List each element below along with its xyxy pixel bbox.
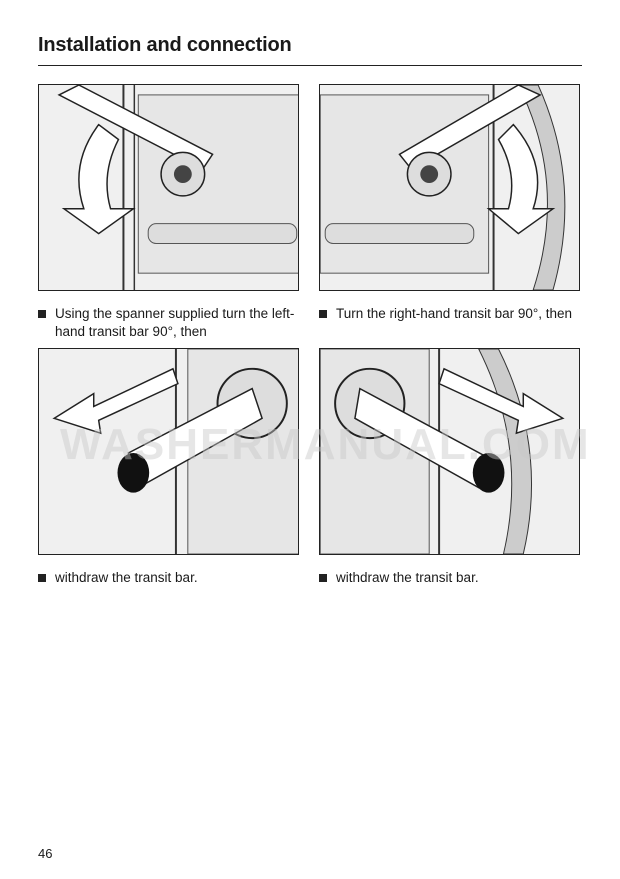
page-number: 46: [38, 846, 53, 861]
figure-left-turn: [38, 84, 299, 291]
caption-text: Turn the right-hand transit bar 90°, the…: [336, 306, 573, 321]
caption-text: withdraw the transit bar.: [336, 570, 479, 585]
page-title: Installation and connection: [38, 34, 292, 56]
figure-right-withdraw: [319, 348, 580, 555]
step-caption: withdraw the transit bar.: [319, 569, 579, 587]
bullet-icon: [319, 574, 327, 582]
step-caption: Turn the right-hand transit bar 90°, the…: [319, 305, 579, 323]
figure-right-turn: [319, 84, 580, 291]
title-divider: [38, 65, 582, 66]
caption-text: Using the spanner supplied turn the left…: [55, 306, 295, 339]
bullet-icon: [319, 310, 327, 318]
step-caption: withdraw the transit bar.: [38, 569, 298, 587]
bullet-icon: [38, 310, 46, 318]
bullet-icon: [38, 574, 46, 582]
step-caption: Using the spanner supplied turn the left…: [38, 305, 298, 341]
caption-text: withdraw the transit bar.: [55, 570, 198, 585]
figure-left-withdraw: [38, 348, 299, 555]
